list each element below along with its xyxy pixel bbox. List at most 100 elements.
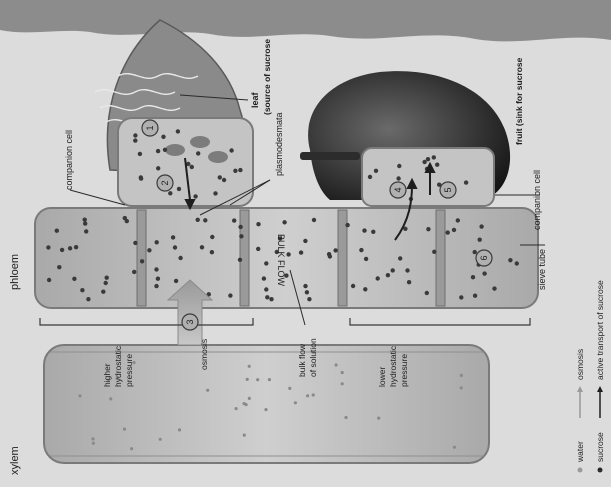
particle-dot (210, 250, 214, 254)
particle-dot (359, 248, 363, 252)
particle-dot (464, 180, 468, 184)
particle-dot (425, 291, 429, 295)
particle-dot (286, 252, 290, 256)
particle-dot (328, 254, 332, 258)
particle-dot (133, 241, 137, 245)
particle-dot (407, 280, 411, 284)
step-marker-2: 2 (157, 175, 173, 191)
particle-dot (213, 191, 217, 195)
particle-dot (140, 259, 144, 263)
legend-sucrose: sucrose (595, 432, 605, 462)
particle-dot (264, 261, 268, 265)
particle-dot (479, 224, 483, 228)
particle-dot (190, 165, 194, 169)
particle-dot (397, 164, 401, 168)
particle-dot (178, 256, 182, 260)
particle-dot (156, 166, 160, 170)
particle-dot (473, 294, 477, 298)
particle-dot (174, 279, 178, 283)
particle-dot (269, 297, 273, 301)
particle-dot (471, 275, 475, 279)
step-marker-6: 6 (476, 250, 492, 266)
particle-dot (262, 276, 266, 280)
particle-dot (459, 295, 463, 299)
particle-dot (154, 267, 158, 271)
sieve-plate (436, 210, 445, 306)
particle-dot (460, 374, 463, 377)
particle-dot (303, 284, 307, 288)
svg-text:hydrostatic: hydrostatic (388, 345, 398, 387)
svg-text:2: 2 (160, 180, 170, 185)
legend: water osmosis sucrose active transport o… (575, 280, 605, 472)
particle-dot (303, 239, 307, 243)
sieve-plate (137, 210, 146, 306)
particle-dot (218, 175, 222, 179)
particle-dot (362, 228, 366, 232)
particle-dot (163, 148, 167, 152)
particle-dot (109, 397, 112, 400)
svg-text:4: 4 (393, 187, 403, 192)
particle-dot (105, 276, 109, 280)
xylem-label: xylem (9, 446, 21, 475)
particle-dot (288, 387, 291, 390)
particle-dot (515, 261, 519, 265)
fruit-stalk (300, 152, 360, 160)
particle-dot (196, 218, 200, 222)
particle-dot (168, 191, 172, 195)
particle-dot (306, 394, 309, 397)
particle-dot (435, 163, 439, 167)
particle-dot (374, 169, 378, 173)
svg-text:5: 5 (443, 187, 453, 192)
particle-dot (398, 256, 402, 260)
particle-dot (154, 284, 158, 288)
particle-dot (74, 245, 78, 249)
particle-dot (132, 270, 136, 274)
particle-dot (256, 247, 260, 251)
particle-dot (235, 407, 238, 410)
particle-dot (460, 386, 463, 389)
svg-text:6: 6 (479, 255, 489, 260)
particle-dot (446, 230, 450, 234)
particle-dot (68, 246, 72, 250)
pressure-brackets (40, 318, 530, 325)
particle-dot (341, 382, 344, 385)
particle-dot (256, 378, 259, 381)
particle-dot (171, 235, 175, 239)
particle-dot (246, 378, 249, 381)
svg-text:1: 1 (145, 125, 155, 130)
particle-dot (508, 258, 512, 262)
svg-text:higher: higher (102, 363, 112, 387)
particle-dot (83, 218, 87, 222)
particle-dot (426, 227, 430, 231)
particle-dot (123, 216, 127, 220)
particle-dot (55, 229, 59, 233)
svg-text:bulk flow: bulk flow (297, 343, 307, 377)
particle-dot (130, 447, 133, 450)
companion-cell-label-right: companion cell (532, 170, 542, 230)
svg-text:lower: lower (377, 367, 387, 387)
particle-dot (391, 268, 395, 272)
particle-dot (265, 295, 269, 299)
particle-dot (282, 220, 286, 224)
particle-dot (101, 290, 105, 294)
particle-dot (371, 230, 375, 234)
particle-dot (312, 393, 315, 396)
particle-dot (72, 277, 76, 281)
particle-dot (203, 218, 207, 222)
particle-dot (473, 250, 477, 254)
particle-dot (363, 287, 367, 291)
particle-dot (232, 218, 236, 222)
particle-dot (351, 284, 355, 288)
particle-dot (376, 276, 380, 280)
particle-dot (248, 365, 251, 368)
particle-dot (243, 402, 246, 405)
particle-dot (432, 250, 436, 254)
bulk-flow-solution-label: bulk flow of solution (297, 338, 318, 377)
background-band (0, 0, 611, 41)
particle-dot (78, 394, 81, 397)
particle-dot (228, 293, 232, 297)
particle-dot (161, 135, 165, 139)
plasmodesmata-label: plasmodesmata (274, 112, 284, 176)
svg-text:pressure: pressure (399, 354, 409, 387)
xylem-vessel (44, 345, 489, 463)
